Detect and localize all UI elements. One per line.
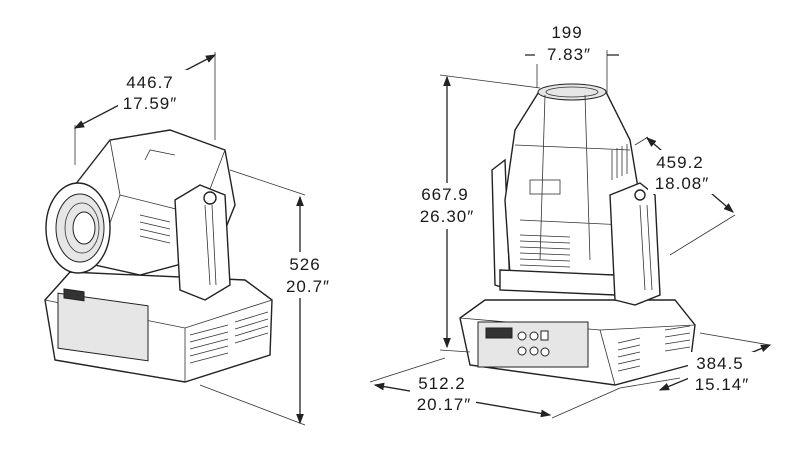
right-head-depth-in-label: 18.08″ [655,174,710,193]
left-head-vents [139,214,171,244]
right-head-vents [519,144,628,268]
left-control-panel [57,292,149,362]
right-height-in-label: 26.30″ [420,207,475,226]
left-height-in-label: 20.7″ [286,277,330,296]
left-base-vents [189,311,269,364]
right-dimensions [369,22,772,419]
left-width-in-label: 17.59″ [123,94,178,113]
right-height-mm-label: 667.9 [421,185,469,204]
left-fixture-drawing [44,129,273,383]
right-top-mm-label: 199 [551,23,582,42]
left-dimensions [73,52,335,426]
right-lens [537,83,607,101]
left-width-mm-label: 446.7 [126,73,174,92]
left-yoke-arm [174,184,231,301]
right-base-depth-in-label: 15.14″ [695,375,750,394]
left-height-mm-label: 526 [289,255,320,274]
right-yoke-arm [609,182,661,306]
right-top-in-label: 7.83″ [547,45,591,64]
right-fixture-drawing [459,83,696,386]
right-base-width-in-label: 20.17″ [417,395,472,414]
right-head-depth-mm-label: 459.2 [656,153,704,172]
right-base-depth-mm-label: 384.5 [696,354,744,373]
right-base-width-mm-label: 512.2 [418,374,466,393]
